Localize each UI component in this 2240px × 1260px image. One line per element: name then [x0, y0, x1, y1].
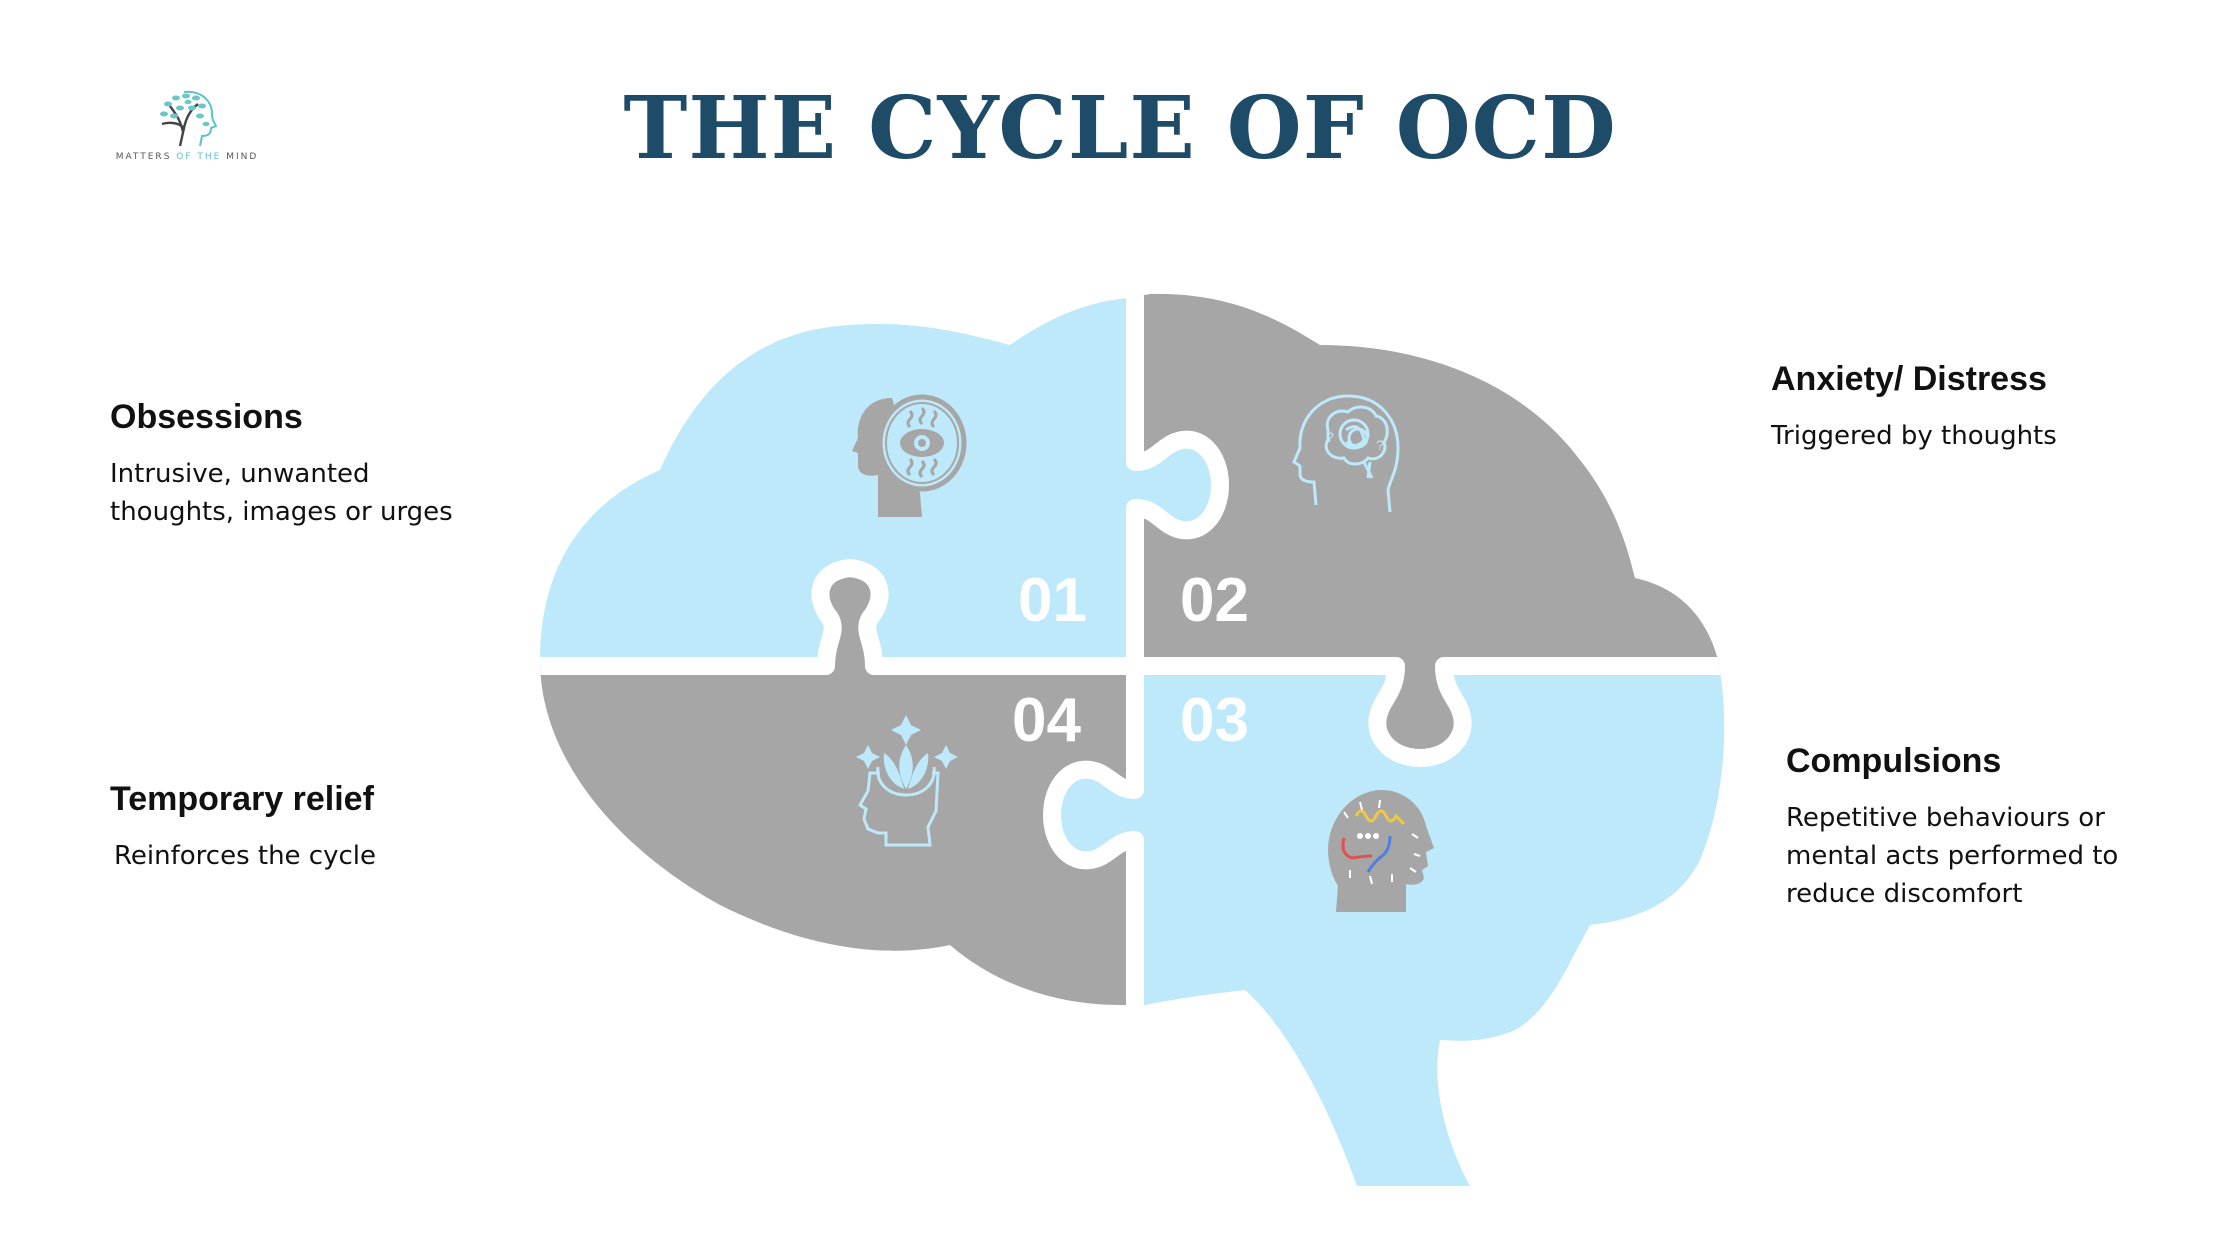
step-description-line: Intrusive, unwanted — [110, 459, 370, 489]
step-number-01: 01 — [1018, 566, 1087, 635]
step-info-compulsions: Compulsions Repetitive behaviours or men… — [1786, 742, 2118, 913]
step-description-line: Reinforces the cycle — [114, 841, 377, 871]
logo: MATTERS OF THE MIND — [112, 88, 262, 168]
step-info-anxiety: Anxiety/ Distress Triggered by thoughts — [1771, 360, 2057, 455]
step-description-line: mental acts performed to — [1786, 841, 2119, 871]
step-title: Compulsions — [1786, 742, 2002, 780]
step-description-line: Triggered by thoughts — [1771, 421, 2057, 451]
step-info-obsessions: Obsessions Intrusive, unwanted thoughts,… — [110, 398, 453, 531]
svg-text:?: ? — [1326, 429, 1334, 445]
step-number-02: 02 — [1180, 566, 1249, 635]
piece-04 — [540, 666, 1135, 1186]
head-arrows-icon — [1328, 790, 1434, 912]
head-eye-icon — [852, 394, 967, 517]
step-info-temporary-relief: Temporary relief Reinforces the cycle — [110, 780, 376, 875]
logo-text: MATTERS OF THE MIND — [115, 152, 259, 162]
step-title: Temporary relief — [110, 780, 374, 818]
step-description-line: reduce discomfort — [1786, 879, 2023, 909]
svg-text:?: ? — [1376, 437, 1384, 453]
page-title: THE CYCLE OF OCD — [623, 78, 1617, 179]
piece-03 — [1135, 666, 1725, 1186]
step-description-line: thoughts, images or urges — [110, 497, 453, 527]
step-title: Anxiety/ Distress — [1771, 360, 2047, 398]
head-tangled-brain-icon: ? ? — [1292, 394, 1400, 513]
step-number-03: 03 — [1180, 686, 1249, 755]
head-lotus-icon — [856, 715, 958, 847]
step-description-line: Repetitive behaviours or — [1786, 803, 2105, 833]
step-title: Obsessions — [110, 398, 303, 436]
tree-head-icon — [160, 90, 218, 147]
step-number-04: 04 — [1012, 686, 1081, 755]
